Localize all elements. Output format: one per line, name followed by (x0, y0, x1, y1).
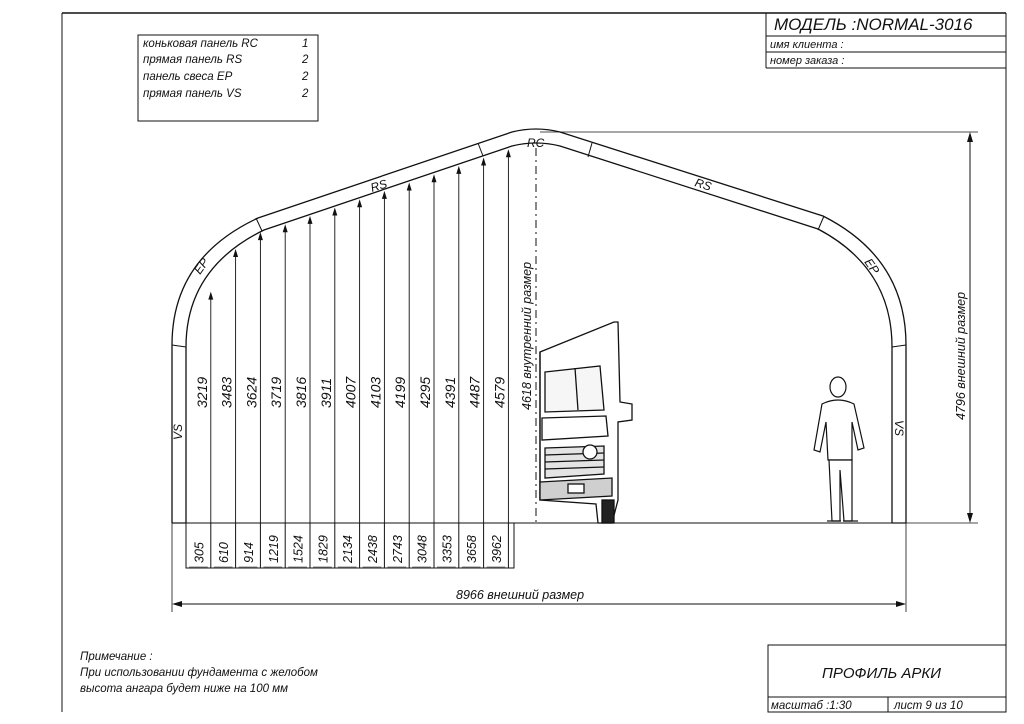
legend-item-name: панель свеса EP (143, 71, 233, 83)
sheet-number-label: лист 9 из 10 (893, 700, 963, 712)
offset-value: 3048 (416, 535, 430, 563)
legend-item-name: прямая панель RS (143, 54, 242, 66)
note-line: высота ангара будет ниже на 100 мм (80, 683, 288, 695)
offset-value: 2438 (366, 535, 380, 564)
inner-height-label: 4618 внутренний размер (520, 262, 534, 410)
panel-label-vs-right: VS (892, 420, 906, 436)
order-number-label: номер заказа : (770, 55, 844, 67)
note-heading: Примечание : (80, 651, 153, 663)
height-value: 4579 (491, 377, 507, 408)
legend-item-qty: 2 (301, 71, 309, 83)
person-illustration (813, 376, 865, 522)
panel-joint (587, 142, 593, 158)
outer-height-label: 4796 внешний размер (954, 292, 968, 420)
panel-label-rs-left: RS (369, 177, 389, 195)
model-label: МОДЕЛЬ :NORMAL-3016 (774, 15, 973, 34)
legend-item-name: коньковая панель RC (143, 38, 259, 50)
offset-value: 305 (192, 542, 206, 563)
arrow-head (967, 513, 973, 523)
height-value: 4487 (467, 376, 483, 408)
arrow-head (233, 248, 239, 257)
height-value: 3624 (243, 377, 259, 408)
drawing-title: ПРОФИЛЬ АРКИ (822, 665, 941, 682)
height-dimensions: 3219 3483 3624 3719 3816 3911 4007 4103 4199 4295… (194, 149, 511, 523)
arrow-head (967, 132, 973, 142)
offset-value: 2743 (391, 535, 405, 564)
offset-table-frame (185, 522, 515, 569)
panel-label-ep-right: EP (862, 256, 883, 277)
arrow-head (896, 601, 906, 607)
note-line: При использовании фундамента с желобом (80, 667, 318, 679)
panel-label-rc: RC (527, 136, 545, 150)
arrow-head (282, 224, 288, 233)
panel-joint (255, 217, 263, 232)
height-value: 4103 (367, 377, 383, 408)
offset-value: 610 (217, 542, 231, 563)
legend-item-name: прямая панель VS (143, 88, 242, 100)
arrow-head (505, 149, 511, 158)
scale-label: масштаб :1:30 (771, 700, 852, 712)
arrow-head (208, 291, 214, 300)
truck-illustration (539, 321, 633, 524)
offset-value: 3658 (465, 535, 479, 563)
arrow-head (257, 232, 263, 241)
arch-outer-outline (171, 128, 907, 523)
offset-value: 2134 (341, 535, 355, 564)
bottom-title-block (767, 644, 1007, 713)
panel-joint (817, 215, 825, 231)
arrow-head (456, 165, 462, 174)
offset-value: 1219 (267, 535, 281, 563)
offset-table: 305 610 914 1219 1524 1829 2134 2438 2743 3048 335… (189, 523, 509, 568)
panel-legend-box (137, 34, 319, 122)
outer-width-label: 8966 внешний размер (456, 588, 584, 602)
height-value: 3483 (219, 377, 235, 408)
offset-value: 1524 (292, 535, 306, 563)
legend-item-qty: 2 (301, 54, 309, 66)
height-value: 4295 (417, 377, 433, 408)
arch-inner-outline (185, 142, 893, 523)
offset-value: 1829 (316, 535, 330, 563)
arrow-head (357, 199, 363, 208)
arrow-head (332, 207, 338, 216)
height-value: 3911 (318, 378, 334, 408)
panel-label-rs-right: RS (693, 175, 713, 193)
height-value: 4391 (442, 377, 458, 408)
arrow-head (381, 190, 387, 199)
panel-joint (477, 142, 484, 157)
client-name-label: имя клиента : (770, 39, 844, 51)
arrow-head (406, 182, 412, 191)
panel-label-vs-left: VS (171, 424, 185, 440)
panel-joint (891, 344, 907, 348)
arrow-head (307, 215, 313, 224)
panel-joint (171, 344, 187, 348)
offset-value: 3962 (490, 535, 504, 563)
offset-value: 914 (242, 542, 256, 563)
arrow-head (172, 601, 182, 607)
arrow-head (481, 157, 487, 166)
height-value: 4007 (343, 376, 359, 408)
height-value: 3219 (194, 377, 210, 408)
legend-item-qty: 1 (302, 38, 308, 50)
legend-item-qty: 2 (301, 88, 309, 100)
height-value: 4199 (392, 377, 408, 408)
arrow-head (431, 174, 437, 183)
offset-value: 3353 (440, 535, 454, 563)
height-value: 3816 (293, 377, 309, 408)
height-value: 3719 (268, 377, 284, 408)
